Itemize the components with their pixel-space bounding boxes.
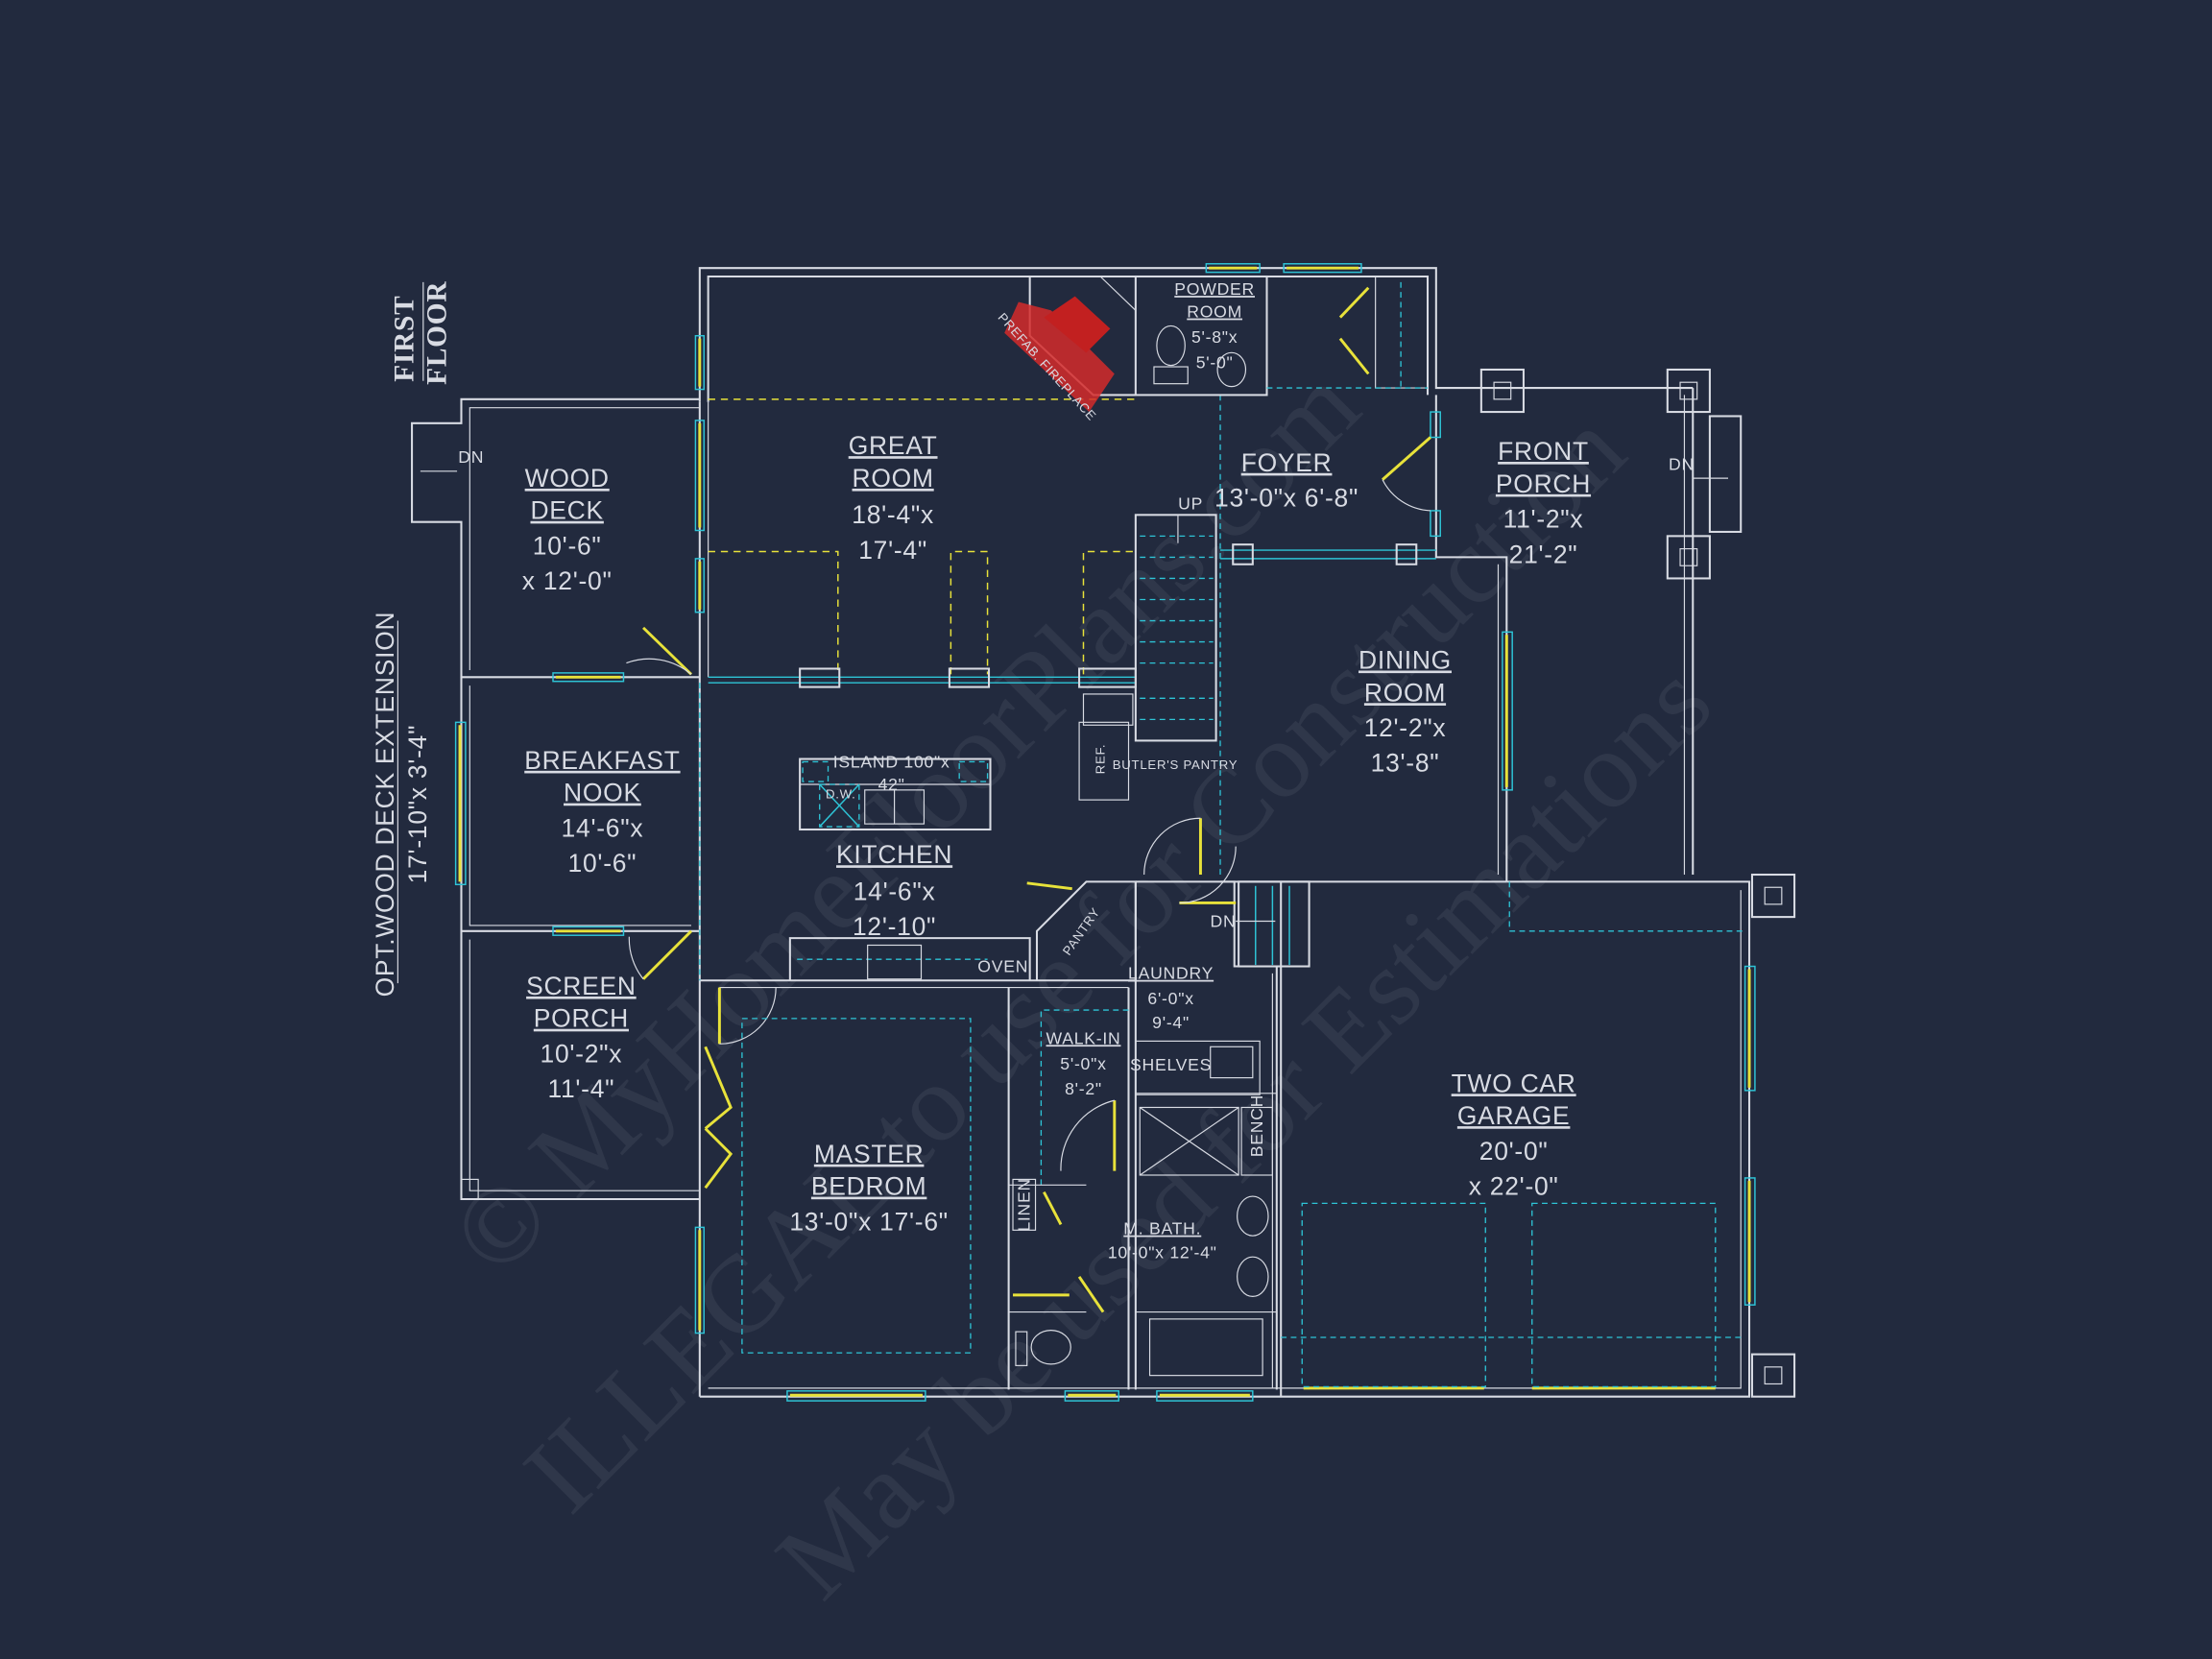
room-dimension: 5'-0" (1196, 353, 1234, 373)
room-dimension: 13'-8" (1371, 749, 1440, 778)
room-dimension: 11'-4" (547, 1074, 614, 1103)
room-name: TWO CAR (1452, 1069, 1576, 1097)
room-name: ROOM (1364, 678, 1446, 707)
room-dimension: x 12'-0" (522, 566, 613, 595)
room-dimension: 10'-6" (568, 849, 637, 878)
floor-title: FIRST FLOOR (390, 281, 453, 385)
room-dimension: x 22'-0" (1469, 1172, 1559, 1201)
room-name: KITCHEN (836, 840, 952, 869)
room-dimension: 14'-6"x (562, 813, 644, 842)
room-name: WALK-IN (1046, 1028, 1121, 1047)
extension-size: 17'-10"x 3'-4" (403, 725, 432, 884)
room-name: SCREEN (526, 972, 637, 1000)
room-dimension: 10'-0"x 12'-4" (1108, 1243, 1217, 1262)
shelves-label: SHELVES (1130, 1055, 1212, 1074)
room-dimension: 18'-4"x (852, 500, 934, 529)
room-walk-in: WALK-IN 5'-0"x 8'-2" (1046, 1028, 1121, 1098)
room-wood-deck: WOOD DECK 10'-6" x 12'-0" (522, 464, 613, 595)
butlers-pantry-label: BUTLER'S PANTRY (1113, 757, 1238, 772)
room-powder-room: POWDER ROOM 5'-8"x 5'-0" (1174, 279, 1255, 373)
island-label: ISLAND 100"x (833, 752, 950, 771)
room-name: BEDROM (811, 1172, 926, 1201)
garage-stair-down-label: DN (1210, 911, 1236, 930)
room-kitchen: KITCHEN 14'-6"x 12'-10" (836, 840, 952, 941)
room-front-porch: FRONT PORCH 11'-2"x 21'-2" (1496, 437, 1591, 568)
room-dimension: 17'-4" (858, 536, 927, 565)
room-dimension: 8'-2" (1065, 1079, 1102, 1098)
room-name: BREAKFAST (524, 746, 680, 775)
room-dimension: 12'-10" (853, 912, 936, 941)
title-line1: FIRST (390, 296, 421, 382)
title-line2: FLOOR (421, 281, 452, 385)
room-name: GREAT (849, 431, 938, 460)
garage-parking (741, 881, 1744, 1388)
room-dimension: 5'-8"x (1191, 327, 1238, 347)
room-dimension: 21'-2" (1509, 540, 1578, 568)
great-room-details (699, 398, 1137, 981)
room-dimension: 10'-6" (533, 531, 602, 560)
room-dimension: 9'-4" (1152, 1013, 1190, 1032)
stair-up-label: UP (1178, 493, 1203, 513)
room-name: ROOM (1187, 302, 1242, 322)
deck-stair-down-label: DN (458, 447, 484, 467)
room-name: FRONT (1498, 437, 1589, 466)
prefab-fireplace: PREFAB. FIREPLACE (995, 296, 1115, 423)
room-name: WOOD (525, 464, 610, 493)
room-name: MASTER (814, 1140, 925, 1168)
room-dimension: 12'-2"x (1364, 713, 1447, 742)
room-garage: TWO CAR GARAGE 20'-0" x 22'-0" (1452, 1069, 1576, 1201)
room-laundry: LAUNDRY 6'-0"x 9'-4" (1128, 964, 1214, 1032)
dishwasher-label: D.W. (826, 787, 856, 802)
room-name: GARAGE (1457, 1101, 1571, 1130)
doors (626, 286, 1431, 1313)
room-name: LAUNDRY (1128, 964, 1214, 983)
room-great-room: GREAT ROOM 18'-4"x 17'-4" (849, 431, 938, 565)
room-name: FOYER (1241, 448, 1333, 477)
extension-label: OPT.WOOD DECK EXTENSION (371, 612, 399, 998)
room-foyer: FOYER 13'-0"x 6'-8" (1214, 448, 1358, 513)
linen-label: LINEN (1015, 1178, 1034, 1232)
room-name: PORCH (534, 1004, 629, 1033)
room-dimension: 5'-0"x (1060, 1054, 1106, 1073)
columns (1232, 368, 1796, 1398)
room-name: POWDER (1174, 279, 1255, 299)
deck-extension: OPT.WOOD DECK EXTENSION 17'-10"x 3'-4" (371, 612, 432, 998)
island-size: 42" (878, 775, 905, 794)
walls (411, 267, 1751, 1398)
bench-label: BENCH (1247, 1094, 1266, 1157)
room-dining-room: DINING ROOM 12'-2"x 13'-8" (1358, 645, 1452, 778)
room-screen-porch: SCREEN PORCH 10'-2"x 11'-4" (526, 972, 637, 1103)
room-master-bedroom: MASTER BEDROM 13'-0"x 17'-6" (789, 1140, 949, 1237)
room-breakfast-nook: BREAKFAST NOOK 14'-6"x 10'-6" (524, 746, 680, 878)
room-name: DINING (1358, 645, 1452, 674)
room-name: DECK (530, 496, 603, 525)
kitchen-island (799, 757, 992, 831)
room-master-bath: M. BATH. 10'-0"x 12'-4" (1108, 1219, 1217, 1262)
room-name: M. BATH. (1123, 1219, 1201, 1238)
staircase (1134, 514, 1310, 968)
room-name: NOOK (564, 779, 641, 807)
porch-stair-down-label: DN (1669, 454, 1695, 473)
fixture-labels: ISLAND 100"x 42" D.W. OVEN PANTRY REF. B… (420, 447, 1728, 1232)
room-dimension: 13'-0"x 17'-6" (789, 1207, 949, 1236)
room-name: PORCH (1496, 469, 1591, 498)
room-name: ROOM (853, 464, 934, 493)
room-dimension: 6'-0"x (1147, 989, 1193, 1008)
oven-label: OVEN (977, 956, 1028, 975)
room-dimension: 13'-0"x 6'-8" (1214, 484, 1358, 513)
windows (454, 263, 1756, 1402)
room-dimension: 14'-6"x (854, 877, 936, 905)
room-dimension: 10'-2"x (541, 1039, 623, 1068)
room-dimension: 20'-0" (1479, 1137, 1549, 1166)
room-dimension: 11'-2"x (1503, 505, 1584, 534)
ref-label: REF. (1094, 744, 1108, 775)
